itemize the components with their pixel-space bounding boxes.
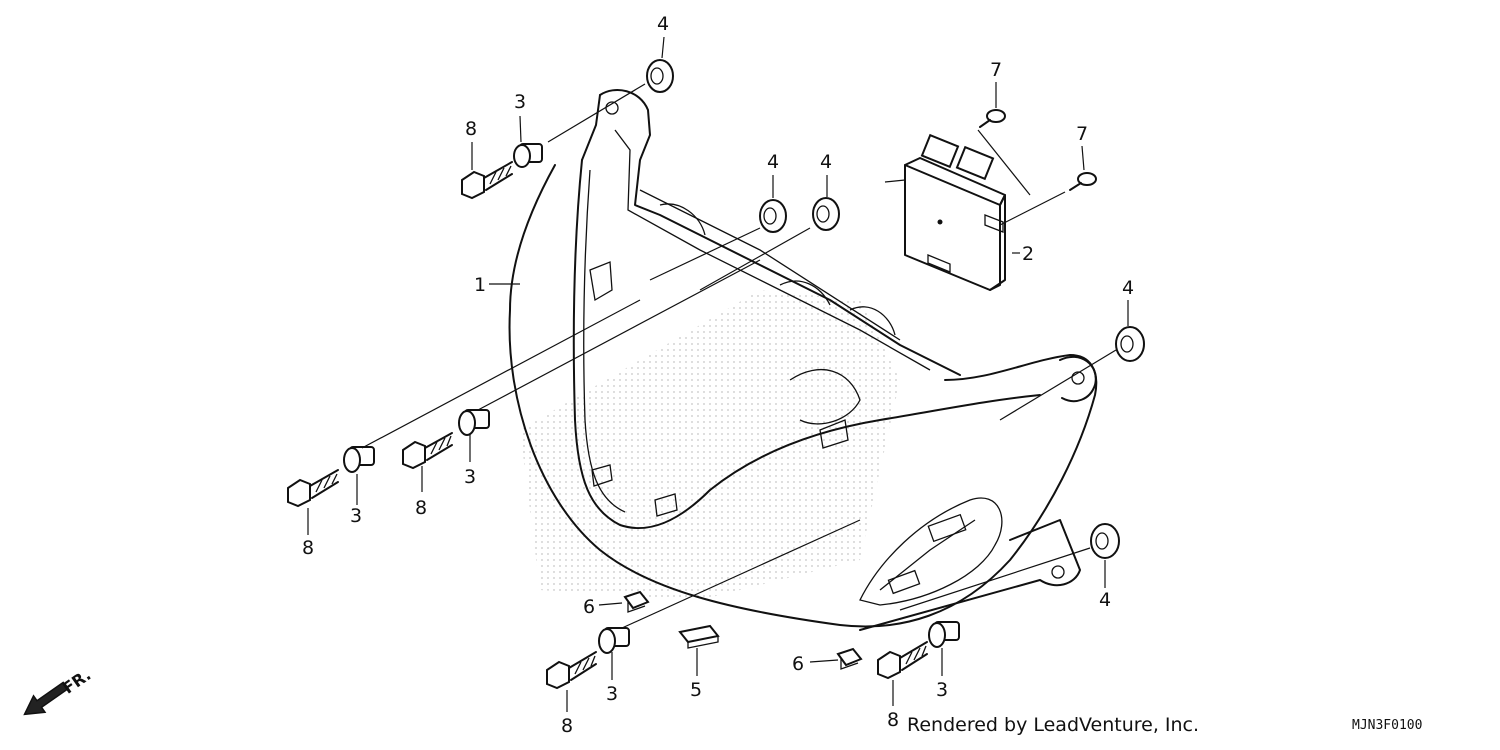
callout-1: 1 — [474, 274, 486, 296]
callout-3: 3 — [936, 679, 948, 701]
collar[interactable] — [598, 627, 630, 654]
callout-6: 6 — [792, 653, 804, 675]
diagram-code: MJN3F0100 — [1352, 718, 1422, 733]
grommet[interactable] — [646, 59, 674, 93]
screw[interactable] — [979, 109, 1006, 128]
headlight-assembly[interactable] — [508, 89, 1098, 631]
grommet[interactable] — [1090, 523, 1120, 559]
credit-text: Rendered by LeadVenture, Inc. — [907, 714, 1199, 736]
rubber-pad[interactable] — [678, 624, 720, 649]
callout-6: 6 — [583, 596, 595, 618]
control-unit[interactable] — [884, 133, 1006, 291]
bolt[interactable] — [877, 641, 928, 680]
callout-7: 7 — [1076, 123, 1088, 145]
leader-lines — [307, 36, 1129, 712]
callout-4: 4 — [820, 151, 832, 173]
callout-4: 4 — [657, 13, 669, 35]
callout-5: 5 — [690, 679, 702, 701]
callout-8: 8 — [561, 715, 573, 737]
collar[interactable] — [343, 446, 375, 473]
callout-3: 3 — [514, 91, 526, 113]
grommet[interactable] — [1115, 326, 1145, 362]
arrow-icon — [23, 681, 69, 716]
callout-8: 8 — [415, 497, 427, 519]
grommet[interactable] — [812, 197, 840, 231]
collar[interactable] — [928, 621, 960, 648]
callout-8: 8 — [465, 118, 477, 140]
bolt[interactable] — [546, 651, 597, 690]
callout-4: 4 — [767, 151, 779, 173]
callout-2: 2 — [1022, 243, 1034, 265]
grommet[interactable] — [759, 199, 787, 233]
callout-4: 4 — [1122, 277, 1134, 299]
bolt[interactable] — [461, 161, 513, 200]
collar[interactable] — [458, 409, 490, 436]
front-direction-marker: FR. — [23, 665, 94, 716]
callout-3: 3 — [464, 466, 476, 488]
callout-3: 3 — [606, 683, 618, 705]
bolt[interactable] — [402, 432, 453, 470]
callout-7: 7 — [990, 59, 1002, 81]
front-label: FR. — [59, 665, 94, 698]
callout-8: 8 — [887, 709, 899, 731]
clip[interactable] — [836, 647, 863, 670]
clip[interactable] — [623, 590, 650, 613]
callout-3: 3 — [350, 505, 362, 527]
screw[interactable] — [1069, 172, 1097, 191]
bolt[interactable] — [287, 469, 339, 508]
callout-labels: 1 2 3 3 3 3 3 4 4 4 4 4 5 6 6 7 7 8 8 8 … — [302, 13, 1134, 737]
collar[interactable] — [513, 143, 543, 168]
callout-4: 4 — [1099, 589, 1111, 611]
callout-8: 8 — [302, 537, 314, 559]
